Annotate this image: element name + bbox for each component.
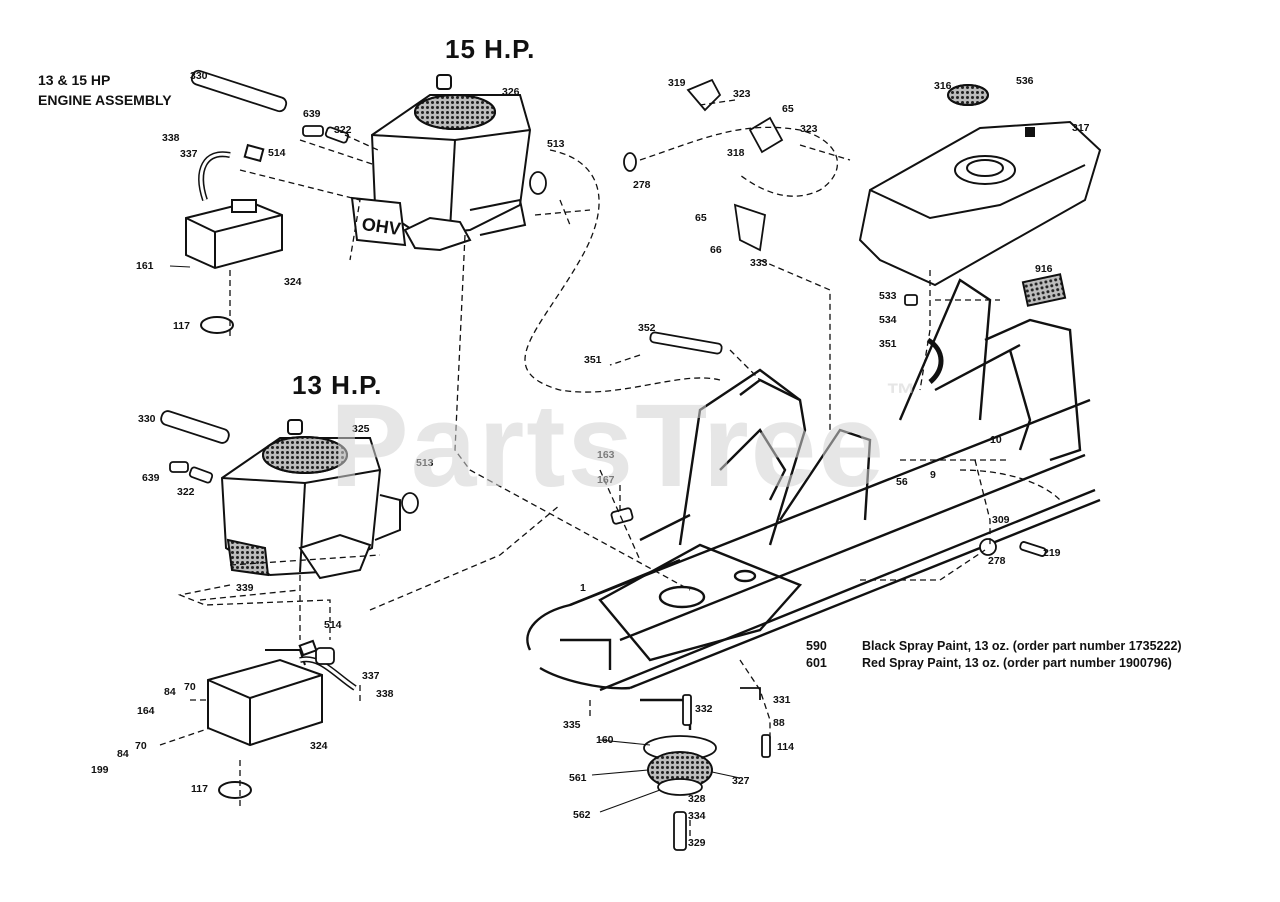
part-label: 333 bbox=[750, 257, 768, 269]
part-label: 161 bbox=[136, 260, 154, 272]
part-label: 84 bbox=[164, 686, 176, 698]
part-label: 334 bbox=[688, 810, 706, 822]
title-15hp: 15 H.P. bbox=[445, 34, 536, 64]
part-label: 330 bbox=[190, 70, 208, 82]
part-label: 318 bbox=[727, 147, 745, 159]
paint-note-number: 601 bbox=[806, 656, 827, 670]
hardware-shapes bbox=[160, 69, 1047, 851]
part-label: 513 bbox=[547, 138, 565, 150]
muffler-bottom-illustration bbox=[207, 649, 357, 747]
leader-lines bbox=[169, 265, 741, 813]
part-label: 327 bbox=[732, 775, 750, 787]
muffler-top-illustration bbox=[185, 151, 283, 270]
part-label: 513 bbox=[416, 457, 434, 469]
part-label: 536 bbox=[1016, 75, 1034, 87]
part-label: 338 bbox=[376, 688, 394, 700]
part-label: 88 bbox=[773, 717, 785, 729]
part-label: 323 bbox=[800, 123, 818, 135]
part-label: 339 bbox=[236, 582, 254, 594]
part-label: 9 bbox=[930, 469, 936, 481]
part-label: 70 bbox=[184, 681, 196, 693]
part-label: 639 bbox=[142, 472, 160, 484]
part-label: 324 bbox=[284, 276, 302, 288]
part-label: 351 bbox=[879, 338, 897, 350]
part-label: 84 bbox=[117, 748, 129, 760]
part-label: 328 bbox=[688, 793, 706, 805]
part-label: 316 bbox=[934, 80, 952, 92]
part-label: 317 bbox=[1072, 122, 1090, 134]
assembly-dashed-lines bbox=[159, 99, 1061, 840]
part-label: 163 bbox=[597, 449, 615, 461]
part-label: 164 bbox=[137, 705, 155, 717]
paint-note-red: 601 Red Spray Paint, 13 oz. (order part n… bbox=[806, 655, 1182, 672]
part-label: 639 bbox=[303, 108, 321, 120]
part-label: 330 bbox=[138, 413, 156, 425]
part-label: 332 bbox=[695, 703, 713, 715]
paint-note-text: Red Spray Paint, 13 oz. (order part numb… bbox=[862, 656, 1172, 670]
frame-chassis-illustration bbox=[526, 278, 1101, 730]
part-label: 167 bbox=[597, 474, 615, 486]
part-label: 117 bbox=[173, 320, 190, 332]
paint-note-black: 590 Black Spray Paint, 13 oz. (order part… bbox=[806, 638, 1182, 655]
fuel-filter-illustration bbox=[1021, 273, 1067, 307]
part-label: 199 bbox=[91, 764, 109, 776]
part-labels: 330 639 322 326 513 338 337 514 161 324 … bbox=[91, 70, 1090, 849]
part-label: 1 bbox=[580, 582, 586, 594]
part-label: 309 bbox=[992, 514, 1010, 526]
part-label: 326 bbox=[502, 86, 520, 98]
part-label: 70 bbox=[135, 740, 147, 752]
assembly-heading-line1: 13 & 15 HP bbox=[38, 72, 111, 88]
part-label: 66 bbox=[710, 244, 722, 256]
part-label: 337 bbox=[362, 670, 380, 682]
part-label: 514 bbox=[268, 147, 286, 159]
part-label: 329 bbox=[688, 837, 706, 849]
engine-13hp-illustration bbox=[220, 419, 401, 580]
part-label: 323 bbox=[733, 88, 751, 100]
part-label: 160 bbox=[596, 734, 614, 746]
part-label: 352 bbox=[638, 322, 656, 334]
part-label: 278 bbox=[633, 179, 651, 191]
paint-note-number: 590 bbox=[806, 639, 827, 653]
part-label: 324 bbox=[310, 740, 328, 752]
muffler-guard-shapes bbox=[200, 143, 318, 799]
fuel-tank-illustration bbox=[858, 84, 1102, 287]
part-label: 325 bbox=[352, 423, 370, 435]
part-label: 322 bbox=[177, 486, 195, 498]
part-label: 561 bbox=[569, 772, 587, 784]
part-label: 337 bbox=[180, 148, 198, 160]
part-label: 219 bbox=[1043, 547, 1061, 559]
part-label: 534 bbox=[879, 314, 897, 326]
part-label: 65 bbox=[695, 212, 707, 224]
part-label: 916 bbox=[1035, 263, 1053, 275]
part-label: 351 bbox=[584, 354, 602, 366]
engine-15hp-illustration: OHV bbox=[350, 74, 532, 252]
part-label: 10 bbox=[990, 434, 1002, 446]
part-label: 117 bbox=[191, 783, 208, 795]
part-label: 562 bbox=[573, 809, 591, 821]
part-label: 331 bbox=[773, 694, 791, 706]
part-label: 335 bbox=[563, 719, 581, 731]
part-label: 322 bbox=[334, 124, 352, 136]
part-label: 278 bbox=[988, 555, 1006, 567]
part-label: 114 bbox=[777, 741, 794, 753]
paint-note-text: Black Spray Paint, 13 oz. (order part nu… bbox=[862, 639, 1182, 653]
part-label: 319 bbox=[668, 77, 686, 89]
assembly-heading-line2: ENGINE ASSEMBLY bbox=[38, 92, 172, 108]
part-label: 514 bbox=[324, 619, 342, 631]
assembly-heading: 13 & 15 HP ENGINE ASSEMBLY bbox=[38, 70, 172, 110]
part-label: 65 bbox=[782, 103, 794, 115]
part-label: 56 bbox=[896, 476, 908, 488]
title-13hp: 13 H.P. bbox=[292, 370, 383, 400]
part-label: 338 bbox=[162, 132, 180, 144]
paint-notes: 590 Black Spray Paint, 13 oz. (order part… bbox=[806, 638, 1182, 672]
part-label: 533 bbox=[879, 290, 897, 302]
